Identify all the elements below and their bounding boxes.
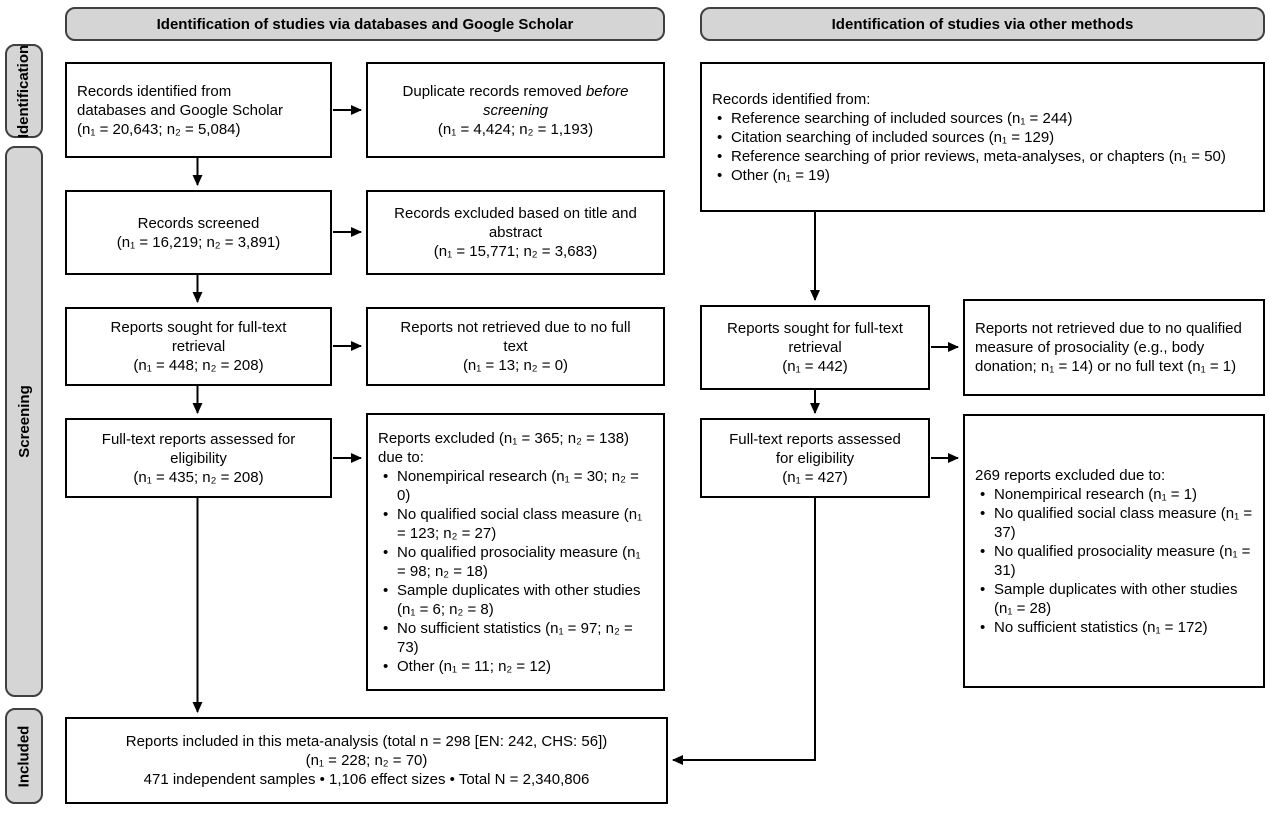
reports-excluded-item: No sufficient statistics (n₁ = 97; n₂ = … bbox=[378, 619, 653, 657]
reports-included-line: Reports included in this meta-analysis (… bbox=[125, 733, 608, 750]
fulltext-assessed-line: (n₁ = 435; n₂ = 208) bbox=[133, 468, 264, 486]
records-excluded-line: Records excluded based on title and bbox=[394, 205, 637, 222]
fulltext-assessed-line: eligibility bbox=[170, 449, 227, 467]
other-reports-not-retrieved-text: Reports not retrieved due to no qualifie… bbox=[975, 320, 1242, 375]
duplicates-removed-prefix: Duplicate records removed bbox=[402, 82, 586, 100]
records-excluded-line: abstract bbox=[488, 224, 543, 241]
fulltext-assessed-box: Full-text reports assessed for eligibili… bbox=[65, 418, 332, 498]
other-records-identified-item: Reference searching of included sources … bbox=[712, 109, 1253, 128]
other-fulltext-assessed-line: (n₁ = 427) bbox=[782, 468, 848, 486]
other-reports-sought-line: (n₁ = 442) bbox=[782, 358, 848, 375]
other-fulltext-assessed-line: Full-text reports assessed bbox=[729, 430, 901, 448]
reports-excluded-item: Nonempirical research (n₁ = 30; n₂ = 0) bbox=[378, 467, 653, 505]
duplicates-removed-text: Duplicate records removed before screeni… bbox=[378, 82, 653, 120]
records-excluded-title-abstract-box: Records excluded based on title and abst… bbox=[366, 190, 665, 275]
other-reports-excluded-item: Nonempirical research (n₁ = 1) bbox=[975, 485, 1253, 504]
records-identified-line: Records identified from bbox=[77, 82, 232, 100]
duplicates-removed-italic: before screening bbox=[482, 82, 629, 119]
arrow-other-assessed-to-included bbox=[672, 498, 816, 765]
other-reports-sought-box: Reports sought for full-text retrieval (… bbox=[700, 305, 930, 390]
reports-sought-line: retrieval bbox=[171, 338, 226, 355]
reports-included-line: (n₁ = 228; n₂ = 70) bbox=[305, 752, 428, 769]
column-header-databases-label: Identification of studies via databases … bbox=[156, 15, 574, 33]
reports-excluded-item: Other (n₁ = 11; n₂ = 12) bbox=[378, 657, 653, 676]
reports-not-retrieved-line: text bbox=[503, 338, 528, 355]
records-identified-line: (n₁ = 20,643; n₂ = 5,084) bbox=[77, 120, 241, 138]
other-reports-excluded-item: No qualified social class measure (n₁ = … bbox=[975, 504, 1253, 542]
reports-not-retrieved-line: Reports not retrieved due to no full bbox=[400, 319, 631, 336]
column-header-databases: Identification of studies via databases … bbox=[65, 7, 665, 41]
reports-excluded-intro: Reports excluded (n₁ = 365; n₂ = 138) du… bbox=[378, 429, 630, 466]
column-header-other-methods: Identification of studies via other meth… bbox=[700, 7, 1265, 41]
other-records-identified-item: Other (n₁ = 19) bbox=[712, 166, 1253, 185]
stage-tab-included: Included bbox=[5, 708, 43, 804]
reports-excluded-item: Sample duplicates with other studies (n₁… bbox=[378, 581, 653, 619]
other-reports-sought-line: Reports sought for full-text bbox=[727, 320, 903, 337]
fulltext-assessed-line: Full-text reports assessed for bbox=[101, 430, 296, 448]
other-reports-sought-line: retrieval bbox=[788, 339, 842, 356]
stage-tab-screening: Screening bbox=[5, 146, 43, 697]
other-records-identified-intro: Records identified from: bbox=[712, 90, 871, 108]
other-records-identified-item: Citation searching of included sources (… bbox=[712, 128, 1253, 147]
other-reports-excluded-box: 269 reports excluded due to: Nonempirica… bbox=[963, 414, 1265, 688]
other-reports-not-retrieved-box: Reports not retrieved due to no qualifie… bbox=[963, 299, 1265, 396]
records-identified-box: Records identified from databases and Go… bbox=[65, 62, 332, 158]
records-excluded-line: (n₁ = 15,771; n₂ = 3,683) bbox=[433, 243, 598, 260]
stage-tab-identification: Identification bbox=[5, 44, 43, 138]
records-screened-line: Records screened bbox=[137, 214, 260, 232]
stage-label-included: Included bbox=[15, 725, 33, 787]
reports-excluded-item: No qualified prosociality measure (n₁ = … bbox=[378, 543, 653, 581]
reports-included-line: 471 independent samples • 1,106 effect s… bbox=[143, 771, 590, 788]
reports-not-retrieved-line: (n₁ = 13; n₂ = 0) bbox=[462, 357, 569, 374]
records-screened-line: (n₁ = 16,219; n₂ = 3,891) bbox=[116, 233, 281, 251]
other-records-identified-box: Records identified from: Reference searc… bbox=[700, 62, 1265, 212]
reports-sought-line: (n₁ = 448; n₂ = 208) bbox=[133, 357, 264, 374]
reports-sought-box: Reports sought for full-text retrieval (… bbox=[65, 307, 332, 386]
reports-not-retrieved-box: Reports not retrieved due to no full tex… bbox=[366, 307, 665, 386]
duplicates-removed-box: Duplicate records removed before screeni… bbox=[366, 62, 665, 158]
other-records-identified-list: Reference searching of included sources … bbox=[712, 109, 1253, 185]
reports-excluded-list: Nonempirical research (n₁ = 30; n₂ = 0) … bbox=[378, 467, 653, 676]
reports-included-box: Reports included in this meta-analysis (… bbox=[65, 717, 668, 804]
other-fulltext-assessed-box: Full-text reports assessed for eligibili… bbox=[700, 418, 930, 498]
other-reports-excluded-list: Nonempirical research (n₁ = 1) No qualif… bbox=[975, 485, 1253, 637]
other-records-identified-item: Reference searching of prior reviews, me… bbox=[712, 147, 1253, 166]
records-screened-box: Records screened (n₁ = 16,219; n₂ = 3,89… bbox=[65, 190, 332, 275]
reports-sought-line: Reports sought for full-text bbox=[110, 319, 287, 336]
duplicates-removed-counts: (n₁ = 4,424; n₂ = 1,193) bbox=[437, 120, 594, 138]
column-header-other-methods-label: Identification of studies via other meth… bbox=[831, 15, 1134, 33]
records-identified-line: databases and Google Scholar bbox=[77, 101, 283, 119]
other-fulltext-assessed-line: for eligibility bbox=[775, 449, 855, 467]
stage-label-screening: Screening bbox=[15, 385, 33, 458]
other-reports-excluded-intro: 269 reports excluded due to: bbox=[975, 466, 1166, 484]
reports-excluded-item: No qualified social class measure (n₁ = … bbox=[378, 505, 653, 543]
other-reports-excluded-item: No sufficient statistics (n₁ = 172) bbox=[975, 618, 1253, 637]
other-reports-excluded-item: Sample duplicates with other studies (n₁… bbox=[975, 580, 1253, 618]
reports-excluded-box: Reports excluded (n₁ = 365; n₂ = 138) du… bbox=[366, 413, 665, 691]
stage-label-identification: Identification bbox=[15, 44, 33, 138]
other-reports-excluded-item: No qualified prosociality measure (n₁ = … bbox=[975, 542, 1253, 580]
